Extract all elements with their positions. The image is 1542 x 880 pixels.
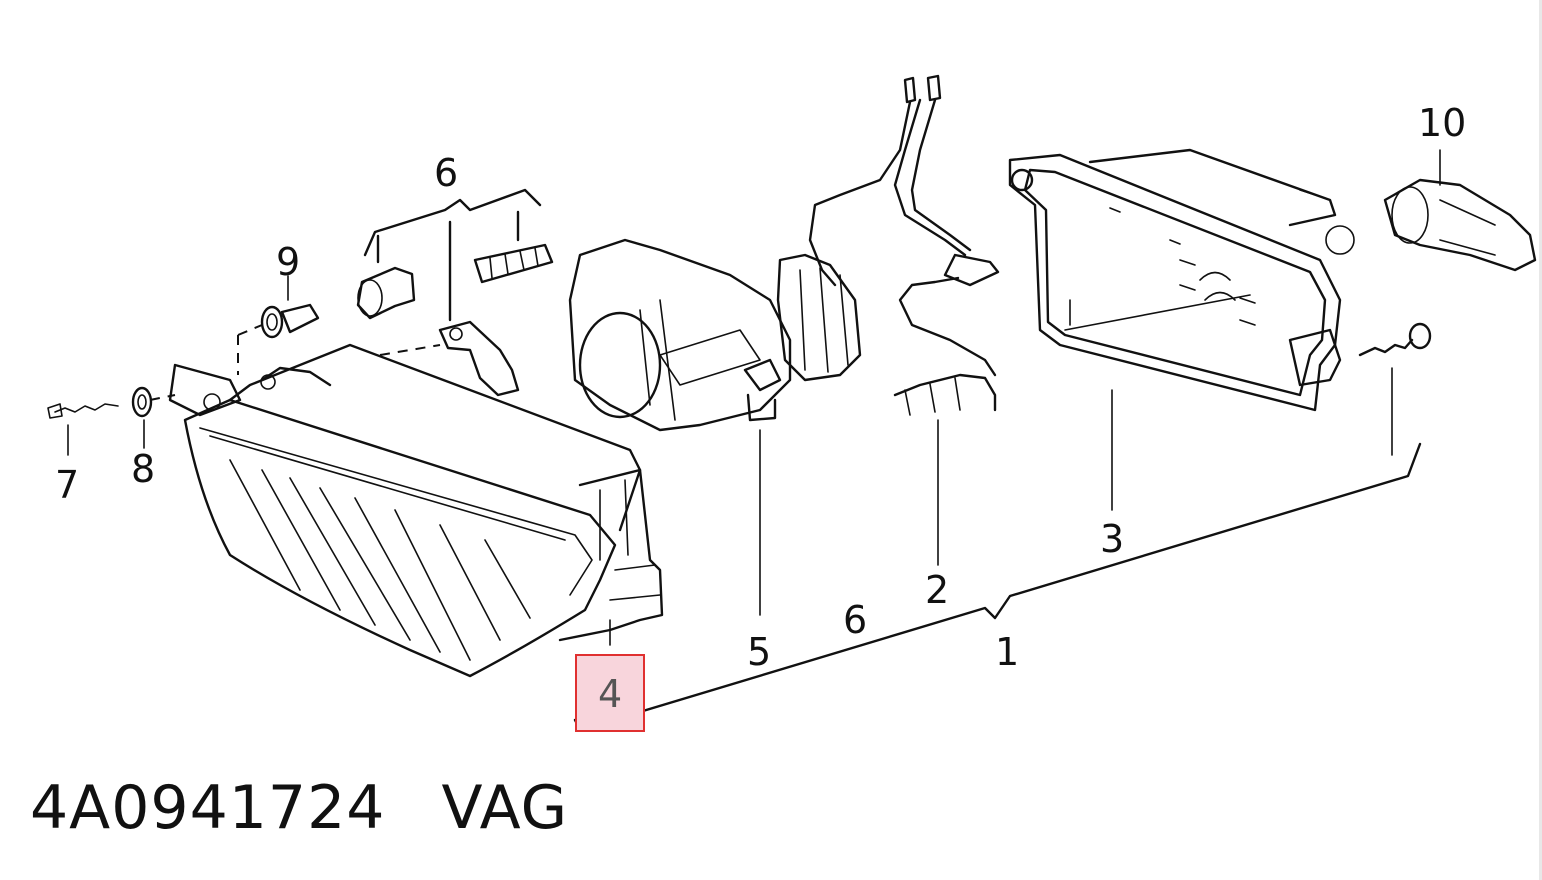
label-part-5: 5: [747, 630, 771, 674]
dashed-guide-6: [379, 344, 441, 356]
part-5-reflector-unit: [568, 238, 862, 616]
part-2-wiring-socket: [808, 74, 1000, 566]
dashed-guide-screws: [149, 394, 176, 401]
highlight-box-part-4[interactable]: [575, 654, 645, 732]
label-part-6-top: 6: [434, 151, 458, 195]
label-part-4: 4: [598, 672, 622, 716]
label-part-3: 3: [1100, 517, 1124, 561]
label-part-7: 7: [55, 463, 79, 507]
label-part-1: 1: [995, 630, 1019, 674]
part-number: 4A0941724: [30, 773, 386, 843]
part-1-bracket-line: [573, 442, 1422, 732]
label-part-8: 8: [131, 447, 155, 491]
footer-part-code: 4A0941724 VAG: [30, 768, 568, 848]
parts-7-8-screw-washer: [47, 386, 153, 456]
screw-right: [1358, 322, 1432, 456]
part-3-frame: [1008, 148, 1355, 511]
brand-name: VAG: [441, 773, 569, 843]
part-9-bolt: [260, 275, 320, 339]
fog-lamp-housing: [168, 343, 664, 678]
right-edge-divider: [1539, 0, 1542, 880]
part-10-bulb: [1383, 149, 1537, 272]
part-6-components: [356, 188, 554, 397]
label-part-9: 9: [276, 240, 300, 284]
label-part-6-bottom: 6: [843, 598, 867, 642]
label-part-2: 2: [925, 568, 949, 612]
dashed-guide-9: [237, 324, 263, 375]
label-part-10: 10: [1418, 101, 1466, 145]
